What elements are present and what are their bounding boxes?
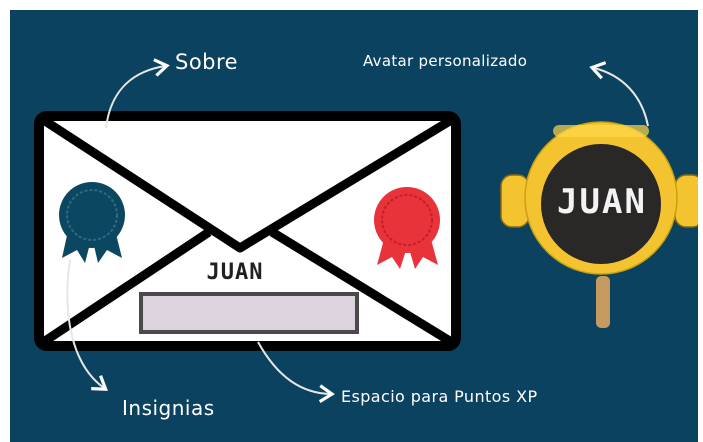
label-xp-space: Espacio para Puntos XP (341, 387, 538, 406)
label-insignias: Insignias (122, 396, 215, 420)
envelope-fold-right (269, 228, 456, 347)
label-avatar: Avatar personalizado (363, 52, 528, 70)
envelope-flap (39, 115, 456, 253)
blue-badge-icon (59, 182, 125, 263)
arrow-sobre (105, 58, 170, 129)
envelope (34, 111, 461, 351)
red-badge-icon (374, 187, 440, 269)
diagram-art (34, 58, 698, 403)
arrow-avatar (589, 61, 649, 127)
avatar-helmet-icon (500, 121, 698, 328)
arrow-xp (257, 341, 335, 403)
label-sobre: Sobre (175, 50, 239, 74)
envelope-body (34, 111, 461, 351)
avatar-name: JUAN (557, 182, 647, 222)
avatar-stick (596, 276, 610, 328)
envelope-name: JUAN (206, 260, 264, 285)
avatar-visor (541, 144, 661, 264)
diagram-canvas: Sobre Avatar personalizado Insignias Esp… (10, 10, 698, 442)
xp-points-box (139, 292, 359, 334)
arrow-insignias (66, 259, 108, 391)
